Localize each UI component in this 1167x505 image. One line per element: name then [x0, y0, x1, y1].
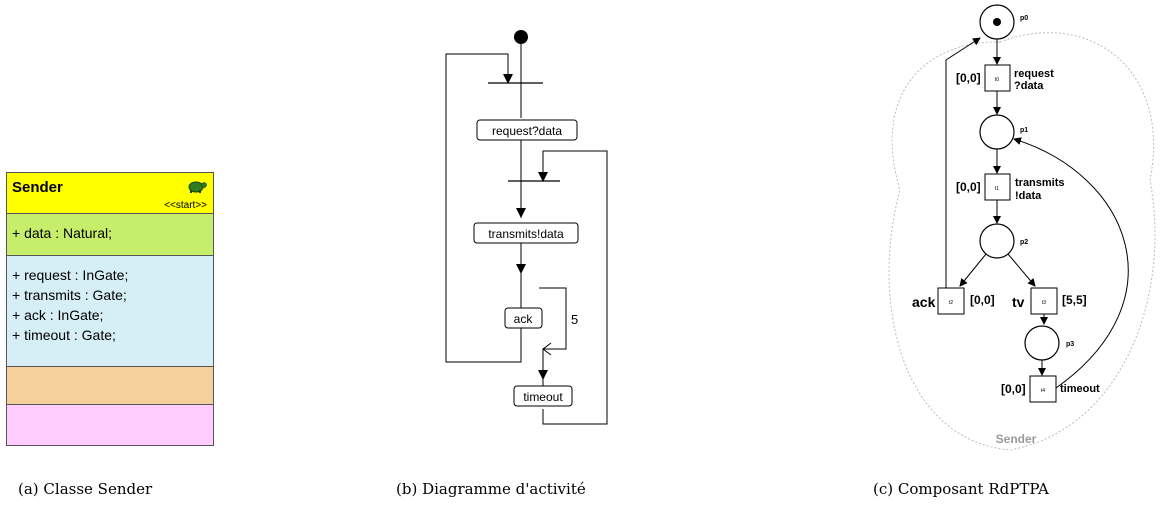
action-timeout-label: timeout [523, 390, 563, 404]
interval-t0: [0,0] [956, 71, 981, 85]
caption-b: (b) Diagramme d'activité [396, 480, 586, 498]
arc [1007, 253, 1036, 287]
action-ack[interactable]: ack [504, 307, 543, 329]
attribute-item: + data : Natural; [12, 225, 113, 241]
transition-t0-label: t0 [995, 77, 999, 83]
transition-t4[interactable] [1029, 375, 1057, 403]
arrow-head [516, 264, 526, 274]
place-p1-label: p1 [1020, 127, 1028, 134]
action-transmits[interactable]: transmits!data [473, 222, 579, 244]
transition-t2-label: t2 [949, 300, 953, 306]
transmits-data-label: !data [1015, 190, 1042, 202]
delay-label: 5 [571, 312, 578, 327]
transition-t3-label: t3 [1042, 300, 1046, 306]
loop-edge-ack [445, 53, 522, 363]
place-p2[interactable] [979, 223, 1015, 259]
place-p3-label: p3 [1066, 341, 1074, 348]
ack-label: ack [912, 294, 936, 310]
operation-item: + request : InGate; [12, 267, 129, 283]
operation-item: + transmits : Gate; [12, 287, 127, 303]
operation-item: + ack : InGate; [12, 307, 104, 323]
arrow-head [516, 208, 526, 218]
place-p2-label: p2 [1020, 239, 1028, 246]
loop-edge-timeout [542, 150, 608, 425]
class-name: Sender [12, 179, 63, 196]
action-request-label: request?data [492, 124, 562, 138]
empty-section [7, 405, 213, 445]
initial-node [514, 30, 528, 44]
arc [959, 253, 987, 287]
transition-t4-label: t4 [1041, 388, 1045, 394]
operation-item: + timeout : Gate; [12, 327, 116, 343]
transition-t3[interactable] [1030, 287, 1058, 315]
action-transmits-label: transmits!data [488, 227, 564, 241]
request-data-label: ?data [1014, 80, 1044, 92]
token [993, 18, 1001, 26]
action-request[interactable]: request?data [476, 119, 578, 141]
transmits-label: transmits [1015, 177, 1065, 189]
place-p1[interactable] [979, 114, 1015, 150]
class-header: Sender <<start>> [7, 173, 213, 214]
timeout-label: timeout [1060, 383, 1100, 395]
arc-ack-to-p0 [945, 37, 981, 288]
interval-t2: [0,0] [970, 293, 995, 307]
delay-edge [539, 287, 567, 350]
caption-c: (c) Composant RdPTPA [873, 480, 1049, 498]
arrow-head [503, 74, 513, 84]
tv-label: tv [1012, 294, 1025, 310]
arrow-head [538, 172, 548, 182]
interval-t1: [0,0] [956, 180, 981, 194]
stereotype-label: <<start>> [164, 200, 207, 211]
place-p3[interactable] [1024, 325, 1060, 361]
empty-section [7, 367, 213, 405]
uml-class-sender[interactable]: Sender <<start>> + data : Natural; + req… [6, 172, 214, 446]
arc-timeout-to-p1 [1013, 137, 1129, 389]
action-timeout[interactable]: timeout [513, 385, 573, 407]
action-ack-label: ack [514, 312, 534, 326]
arrow-head [538, 370, 548, 380]
transition-t1-label: t1 [995, 186, 999, 192]
attributes-section: + data : Natural; [7, 214, 213, 256]
operations-section: + request : InGate; + transmits : Gate; … [7, 256, 213, 367]
caption-a: (a) Classe Sender [18, 480, 153, 498]
transition-t0[interactable] [984, 64, 1011, 92]
turtle-icon [188, 181, 207, 193]
request-label: request [1014, 68, 1054, 80]
place-p0-label: p0 [1020, 15, 1028, 22]
interval-t3: [5,5] [1062, 293, 1087, 307]
interval-t4: [0,0] [1001, 382, 1026, 396]
component-boundary [888, 32, 1156, 451]
component-name: Sender [996, 432, 1037, 446]
transition-t2[interactable] [937, 287, 965, 315]
